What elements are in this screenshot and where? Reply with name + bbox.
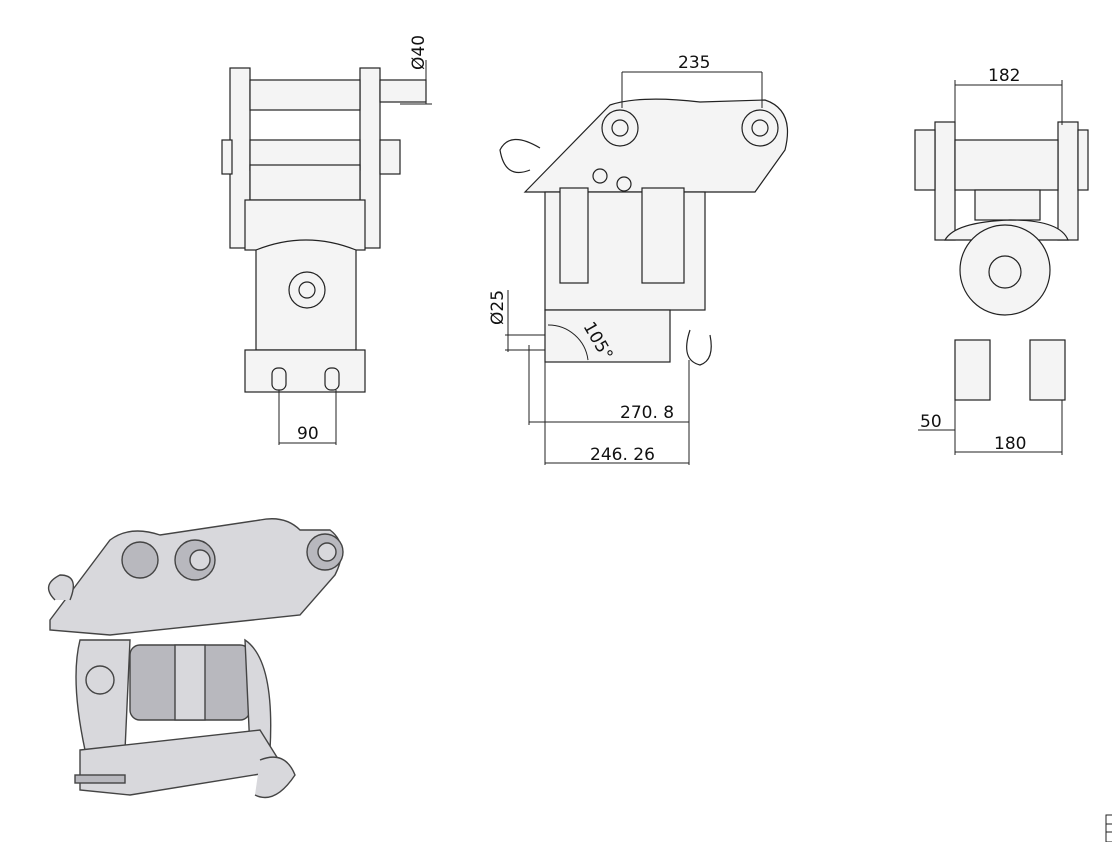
corner-icon [1105,814,1112,842]
dim-front-pin-diameter: Ø40 [409,35,429,70]
side-view [499,71,789,465]
dim-side-length-1: 270. 8 [620,403,674,423]
dim-front-width: 90 [297,424,319,444]
isometric-view [47,518,344,799]
dim-rear-bottom-width: 180 [994,434,1026,454]
dim-rear-top-width: 182 [988,66,1020,86]
front-view [221,60,432,445]
dim-side-pin-spacing: 235 [678,53,710,73]
dim-rear-offset: 50 [920,412,942,432]
dim-side-pin-diameter: Ø25 [488,290,508,325]
dim-side-length-2: 246. 26 [590,445,655,465]
rear-view [914,80,1089,455]
